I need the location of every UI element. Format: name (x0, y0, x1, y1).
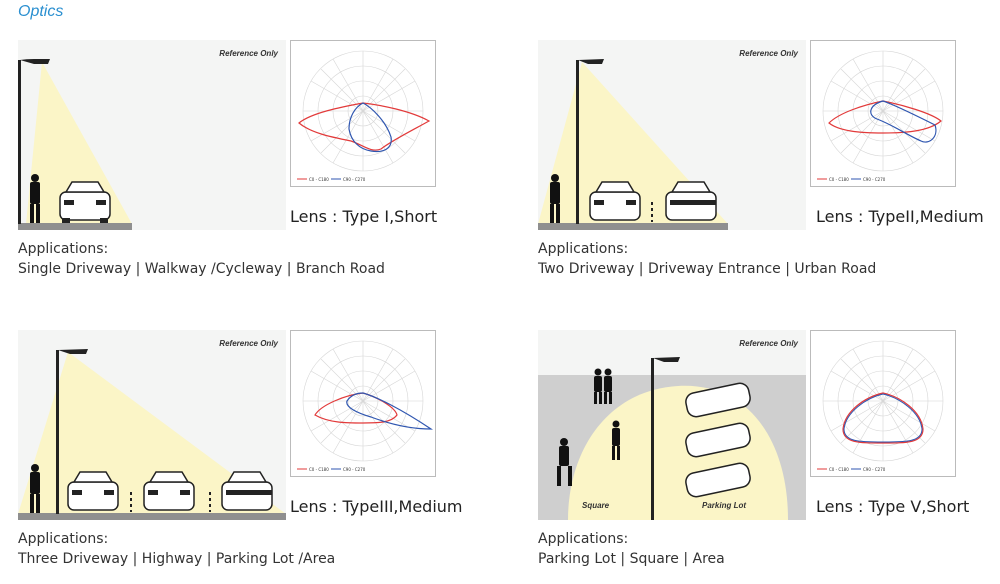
car-front-icon (589, 181, 641, 221)
polar-light-distribution: C0 - C180 C90 - C270 (810, 330, 956, 477)
lens-type: Lens : Type V,Short (816, 497, 970, 516)
car-rear-icon (221, 471, 273, 511)
polar-light-distribution: C0 - C180 C90 - C270 (290, 40, 436, 187)
optics-block-type-3: Reference Only C0 - C180 C90 - C270 Lens… (18, 330, 498, 580)
lens-type: Lens : TypeIII,Medium (290, 497, 463, 516)
application-scene: Reference Only (18, 330, 286, 520)
applications-list: Parking Lot | Square | Area (538, 551, 725, 567)
scene-illustration (18, 59, 132, 230)
scene-label-square: Square (582, 501, 610, 510)
applications-heading: Applications: (18, 241, 109, 257)
svg-text:C90 - C270: C90 - C270 (863, 177, 886, 182)
scene-illustration (18, 349, 286, 520)
reference-note: Reference Only (739, 49, 798, 58)
applications-heading: Applications: (538, 531, 629, 547)
scene-label-parking-lot: Parking Lot (702, 501, 747, 510)
reference-note: Reference Only (219, 339, 278, 348)
lens-type: Lens : TypeII,Medium (816, 207, 984, 226)
optics-block-type-5: Reference Only Square Parking Lot C0 - C… (538, 330, 1000, 580)
applications-list: Three Driveway | Highway | Parking Lot /… (18, 551, 336, 567)
optics-block-type-2: Reference Only C0 - C180 C90 - C270 Lens… (538, 40, 1000, 290)
pedestrian-icon (550, 174, 560, 223)
pedestrian-icon (30, 174, 40, 223)
reference-note: Reference Only (739, 339, 798, 348)
application-scene: Reference Only Square Parking Lot (538, 330, 806, 520)
car-front-icon (59, 181, 111, 223)
application-scene: Reference Only (538, 40, 806, 230)
svg-text:C90 - C270: C90 - C270 (343, 467, 366, 472)
scene-illustration (538, 59, 728, 230)
car-rear-icon (665, 181, 717, 221)
application-scene: Reference Only (18, 40, 286, 230)
applications-heading: Applications: (538, 241, 629, 257)
pedestrian-icon (557, 368, 620, 486)
pedestrian-icon (30, 464, 40, 513)
applications-heading: Applications: (18, 531, 109, 547)
parked-car-icon (685, 382, 751, 498)
section-title: Optics (18, 3, 64, 20)
svg-text:C90 - C270: C90 - C270 (343, 177, 366, 182)
lens-type: Lens : Type I,Short (290, 207, 438, 226)
svg-text:C0 - C180: C0 - C180 (309, 467, 329, 472)
car-front-icon (67, 471, 119, 511)
scene-illustration (538, 357, 806, 520)
car-front-icon (143, 471, 195, 511)
polar-light-distribution: C0 - C180 C90 - C270 (810, 40, 956, 187)
svg-text:C0 - C180: C0 - C180 (829, 467, 849, 472)
svg-text:C0 - C180: C0 - C180 (309, 177, 329, 182)
optics-block-type-1: Reference Only C0 - C180 C90 - C270 Lens… (18, 40, 498, 290)
applications-list: Two Driveway | Driveway Entrance | Urban… (538, 261, 877, 277)
applications-list: Single Driveway | Walkway /Cycleway | Br… (18, 261, 385, 277)
svg-text:C0 - C180: C0 - C180 (829, 177, 849, 182)
polar-light-distribution: C0 - C180 C90 - C270 (290, 330, 436, 477)
svg-text:C90 - C270: C90 - C270 (863, 467, 886, 472)
reference-note: Reference Only (219, 49, 278, 58)
